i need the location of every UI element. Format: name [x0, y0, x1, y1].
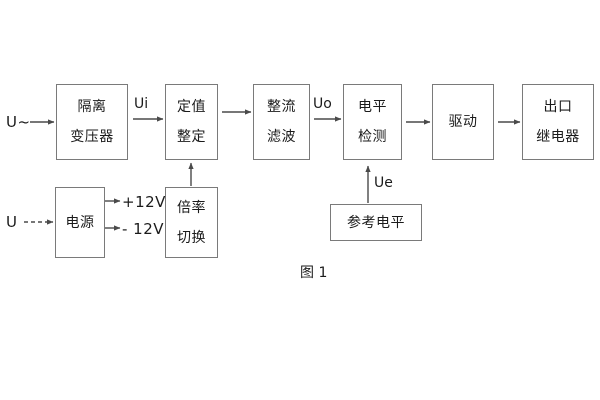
block-label-line: 滤波 — [267, 129, 296, 145]
block-power-supply: 电源 — [55, 187, 105, 258]
block-label-line: 变压器 — [70, 129, 114, 145]
block-label-line: 电平 — [358, 99, 387, 115]
block-multiplier-switch: 倍率切换 — [165, 187, 218, 258]
label-rail-minus-12v: - 12V — [122, 220, 165, 238]
block-rectify-filter: 整流滤波 — [253, 84, 310, 160]
block-label-line: 倍率 — [177, 199, 206, 216]
block-setpoint-setting: 定值整定 — [165, 84, 218, 160]
block-label-line: 切换 — [177, 229, 206, 246]
figure-caption: 图 1 — [300, 265, 328, 281]
block-level-detection: 电平检测 — [343, 84, 402, 160]
block-drive: 驱动 — [432, 84, 494, 160]
block-reference-level: 参考电平 — [330, 204, 422, 241]
block-label-line: 参考电平 — [347, 214, 405, 231]
block-label-line: 整流 — [267, 99, 296, 115]
label-signal-ui: Ui — [134, 96, 149, 112]
label-input-dc: U — [6, 213, 18, 231]
block-label-line: 出口 — [543, 99, 573, 115]
block-label-line: 驱动 — [448, 114, 478, 130]
block-label-line: 整定 — [177, 129, 206, 145]
label-rail-plus-12v: +12V — [122, 193, 166, 211]
label-signal-ue: Ue — [374, 175, 393, 191]
block-label-line: 继电器 — [536, 129, 580, 145]
block-label-line: 电源 — [65, 214, 95, 231]
block-output-relay: 出口继电器 — [522, 84, 594, 160]
block-label-line: 定值 — [177, 99, 206, 115]
label-input-ac: U~ — [6, 113, 31, 131]
block-label-line: 隔离 — [77, 99, 107, 115]
block-label-line: 检测 — [358, 129, 387, 145]
label-signal-uo: Uo — [313, 96, 332, 112]
block-isolation-transformer: 隔离变压器 — [56, 84, 128, 160]
